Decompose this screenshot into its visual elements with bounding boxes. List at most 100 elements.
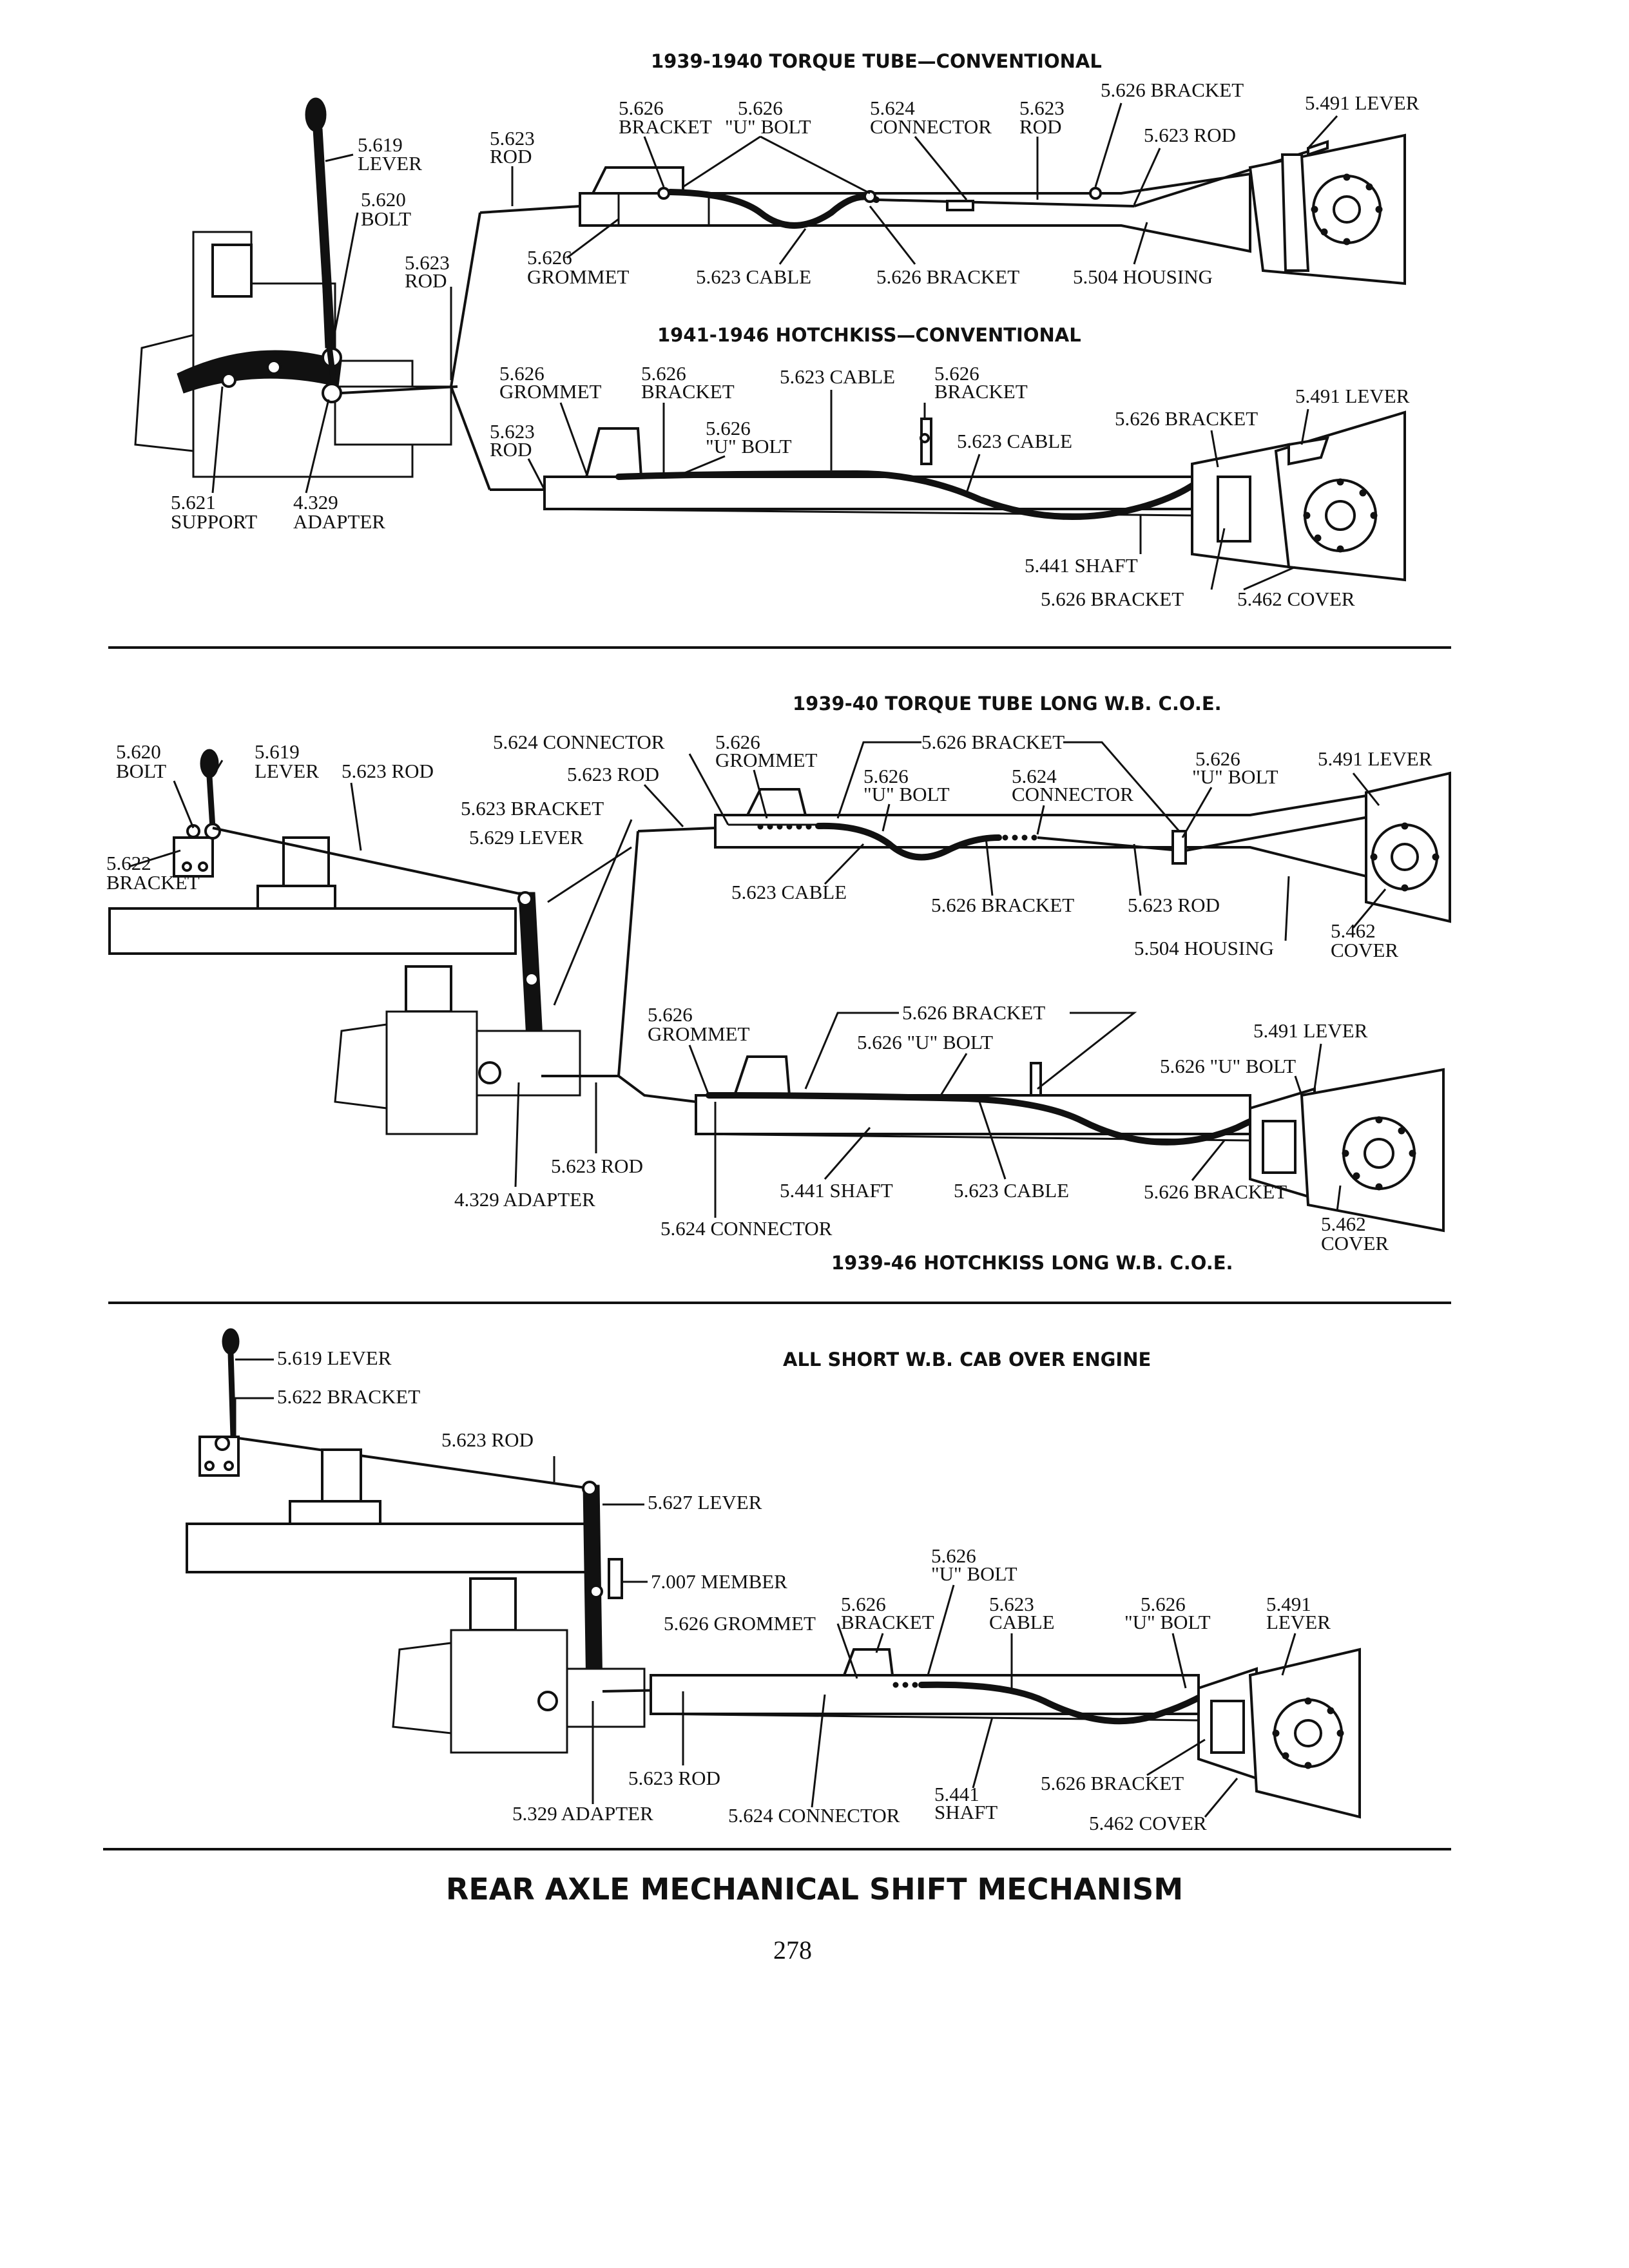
label-5-624-connector-b: 5.624 [1012, 765, 1057, 787]
label-5-626-bracket-top: 5.626 BRACKET [921, 731, 1065, 753]
label-5-626-bracket: 5.626 [841, 1593, 886, 1615]
label-5-626-u-bolt: 5.626 [931, 1544, 976, 1567]
label-5-626-bracket-top: 5.626 BRACKET [902, 1001, 1045, 1024]
label-7-007-member: 7.007 MEMBER [651, 1570, 787, 1593]
label-5-462-cover: 5.462 [1331, 919, 1376, 942]
label-5-623-rod-c: 5.623 [1019, 97, 1065, 119]
label-5-626-bracket-name: BRACKET [841, 1611, 934, 1633]
label-5-624-connector: 5.624 [870, 97, 915, 119]
label-5-623-cable-name: CABLE [989, 1611, 1055, 1633]
label-5-620-bolt-name: BOLT [361, 207, 411, 230]
section-title: 1939-40 TORQUE TUBE LONG W.B. C.O.E. [793, 693, 1222, 715]
label-5-462-cover: 5.462 COVER [1237, 588, 1355, 610]
label-5-441-shaft-name: SHAFT [934, 1801, 998, 1823]
label-5-626-u-bolt: 5.626 "U" BOLT [857, 1031, 993, 1053]
label-5-626-u-bolt: 5.626 [1195, 747, 1240, 770]
label-5-626-grommet: 5.626 [527, 246, 572, 269]
label-5-624-connector: 5.624 CONNECTOR [660, 1217, 833, 1240]
label-5-619-lever: 5.619 [358, 133, 403, 156]
label-5-491-lever: 5.491 [1266, 1593, 1311, 1615]
label-5-627-lever: 5.627 LEVER [648, 1491, 762, 1514]
label-5-626-bracket-b: 5.626 BRACKET [876, 265, 1019, 288]
label-5-441-shaft: 5.441 SHAFT [780, 1179, 893, 1202]
section-hotchkiss-conventional: 1941-1946 HOTCHKISS—CONVENTIONAL 5.626 G… [490, 324, 1410, 610]
label-5-491-lever: 5.491 LEVER [1305, 91, 1420, 114]
label-5-624-connector: 5.624 CONNECTOR [728, 1804, 900, 1827]
label-5-624-connector-b-name: CONNECTOR [1012, 783, 1133, 805]
label-5-623-rod-d: 5.623 ROD [1144, 124, 1236, 146]
label-5-623-rod-a: 5.623 ROD [441, 1428, 534, 1451]
label-5-462-cover-name: COVER [1331, 939, 1398, 961]
label-5-620-bolt-name: BOLT [116, 760, 166, 782]
label-5-621-support: 5.621 [171, 491, 216, 514]
label-5-462-cover-name: COVER [1321, 1232, 1389, 1254]
label-5-626-u-bolt: 5.626 [706, 417, 751, 439]
label-5-623-rod: 5.623 [490, 420, 535, 443]
label-5-626-grommet-name: GROMMET [715, 749, 818, 771]
label-5-626-bracket-b-name: BRACKET [934, 380, 1028, 403]
label-5-491-lever: 5.491 LEVER [1295, 385, 1410, 407]
label-5-623-rod-b: 5.623 [490, 127, 535, 149]
label-5-622-bracket-name: BRACKET [106, 871, 200, 894]
label-5-623-cable: 5.623 CABLE [954, 1179, 1069, 1202]
label-5-329-adapter: 5.329 ADAPTER [512, 1802, 653, 1825]
label-5-619-lever-name: LEVER [255, 760, 319, 782]
label-5-491-lever: 5.491 LEVER [1318, 747, 1432, 770]
label-5-626-u-bolt-b: 5.626 [863, 765, 909, 787]
label-5-626-u-bolt-b-name: "U" BOLT [863, 783, 950, 805]
label-5-623-rod-c-name: ROD [1019, 115, 1061, 138]
label-5-462-cover: 5.462 [1321, 1213, 1366, 1235]
label-4-329-adapter: 4.329 [293, 491, 338, 514]
label-5-626-bracket-name: BRACKET [619, 115, 712, 138]
label-5-626-grommet: 5.626 GROMMET [664, 1612, 816, 1635]
label-5-623-cable: 5.623 CABLE [696, 265, 811, 288]
label-5-623-cable-b: 5.623 CABLE [957, 430, 1072, 452]
label-5-619-lever: 5.619 LEVER [277, 1347, 392, 1369]
label-5-622-bracket: 5.622 BRACKET [277, 1385, 420, 1408]
label-5-626-bracket-b: 5.626 BRACKET [1041, 1772, 1184, 1794]
section-hotchkiss-long-wb-coe: 1939-46 HOTCHKISS LONG W.B. C.O.E. 5.626… [454, 1001, 1445, 1274]
label-5-626-bracket-b: 5.626 BRACKET [931, 894, 1074, 916]
label-5-624-connector: 5.624 CONNECTOR [493, 731, 665, 753]
section-title: 1939-46 HOTCHKISS LONG W.B. C.O.E. [831, 1252, 1233, 1274]
section-title: 1941-1946 HOTCHKISS—CONVENTIONAL [657, 324, 1081, 346]
label-5-626-u-bolt-b-name: "U" BOLT [1124, 1611, 1211, 1633]
label-5-623-rod-b: 5.623 ROD [567, 763, 659, 785]
section-title: 1939-1940 TORQUE TUBE—CONVENTIONAL [651, 50, 1102, 72]
label-5-619-lever: 5.619 [255, 740, 300, 763]
label-5-622-bracket: 5.622 [106, 852, 151, 874]
label-5-629-lever: 5.629 LEVER [469, 826, 584, 849]
label-5-504-housing: 5.504 HOUSING [1134, 937, 1274, 959]
label-5-626-bracket: 5.626 BRACKET [1144, 1180, 1287, 1203]
label-5-623-rod-a-name: ROD [405, 269, 447, 292]
label-5-626-grommet: 5.626 [715, 731, 760, 753]
label-5-623-rod: 5.623 ROD [551, 1155, 643, 1177]
label-5-626-grommet-name: GROMMET [527, 265, 630, 288]
label-5-623-cable: 5.623 CABLE [731, 881, 847, 903]
section-torque-tube-long-wb-coe: 1939-40 TORQUE TUBE LONG W.B. C.O.E. [106, 693, 1451, 1135]
label-4-329-adapter-name: ADAPTER [293, 510, 385, 533]
label-5-626-u-bolt-name: "U" BOLT [931, 1562, 1017, 1585]
label-5-623-rod-a: 5.623 [405, 251, 450, 274]
label-5-624-connector-name: CONNECTOR [870, 115, 992, 138]
label-5-491-lever-name: LEVER [1266, 1611, 1331, 1633]
label-5-623-rod-name: ROD [490, 438, 532, 461]
section-title: ALL SHORT W.B. CAB OVER ENGINE [783, 1349, 1151, 1370]
label-5-620-bolt: 5.620 [361, 188, 406, 211]
label-5-626-grommet: 5.626 [648, 1003, 693, 1026]
label-5-462-cover: 5.462 COVER [1089, 1812, 1207, 1834]
label-5-441-shaft: 5.441 SHAFT [1025, 554, 1138, 577]
label-5-626-u-bolt-b: 5.626 "U" BOLT [1160, 1055, 1296, 1077]
label-5-491-lever: 5.491 LEVER [1253, 1019, 1368, 1042]
label-5-626-u-bolt: 5.626 [738, 97, 783, 119]
label-5-626-grommet-name: GROMMET [648, 1023, 750, 1045]
label-5-626-bracket-top: 5.626 BRACKET [1101, 79, 1244, 101]
label-5-626-bracket-name: BRACKET [641, 380, 735, 403]
label-5-626-bracket: 5.626 [619, 97, 664, 119]
label-5-626-bracket-d: 5.626 BRACKET [1041, 588, 1184, 610]
label-5-626-u-bolt-name: "U" BOLT [1192, 765, 1278, 788]
label-5-623-cable: 5.623 [989, 1593, 1034, 1615]
section-short-wb-coe: ALL SHORT W.B. CAB OVER ENGINE [186, 1328, 1361, 1834]
label-5-626-bracket: 5.626 [641, 362, 686, 385]
